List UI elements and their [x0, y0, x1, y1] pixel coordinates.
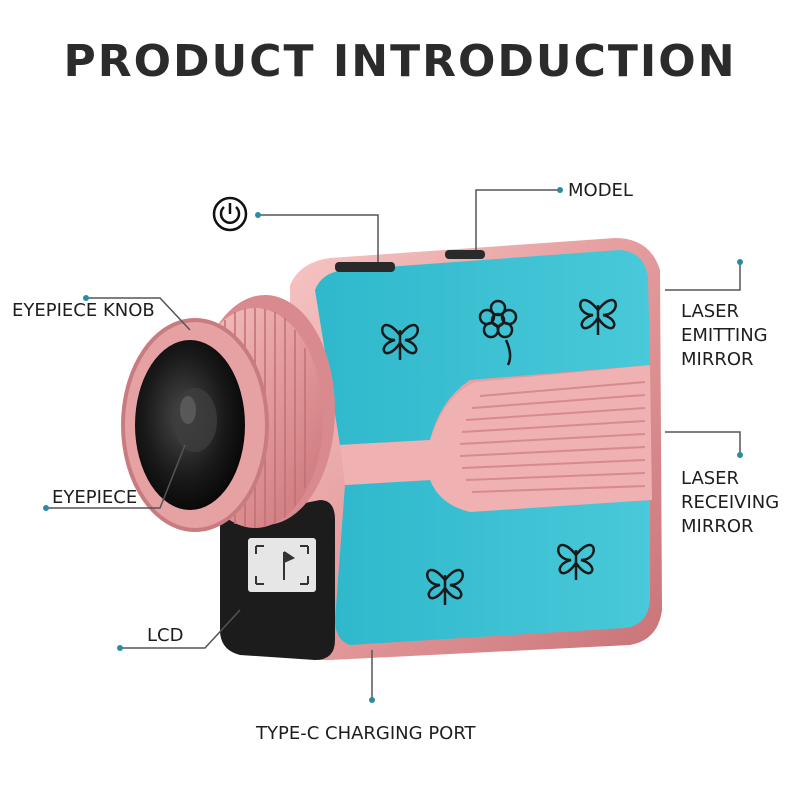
- butterfly-icon: [426, 568, 464, 605]
- page-title: PRODUCT INTRODUCTION: [63, 36, 737, 87]
- power-icon: [212, 196, 248, 232]
- label-type-c-charging-port: TYPE-C CHARGING PORT: [256, 723, 476, 744]
- label-model: MODEL: [568, 180, 633, 201]
- lens-glass: [173, 388, 217, 452]
- power-button: [335, 262, 395, 272]
- device-body-lower: [335, 480, 650, 645]
- callout-dots: [43, 187, 743, 703]
- label-lcd: LCD: [147, 625, 184, 646]
- flower-icon: [478, 299, 518, 366]
- label-laser-receiving-mirror: LASER RECEIVING MIRROR: [681, 468, 780, 537]
- label-eyepiece-knob: EYEPIECE KNOB: [12, 300, 155, 321]
- device-body-upper: [315, 250, 650, 445]
- flag-icon: [255, 545, 309, 585]
- mode-button: [445, 250, 485, 259]
- grip-ridges: [459, 381, 646, 493]
- label-laser-emitting-mirror: LASER EMITTING MIRROR: [681, 301, 768, 370]
- butterfly-icon: [381, 323, 419, 360]
- lcd-screen: [248, 538, 316, 592]
- callout-lines: [46, 189, 741, 700]
- butterfly-icon: [579, 298, 617, 335]
- label-eyepiece: EYEPIECE: [52, 487, 138, 508]
- butterfly-icon: [557, 543, 595, 580]
